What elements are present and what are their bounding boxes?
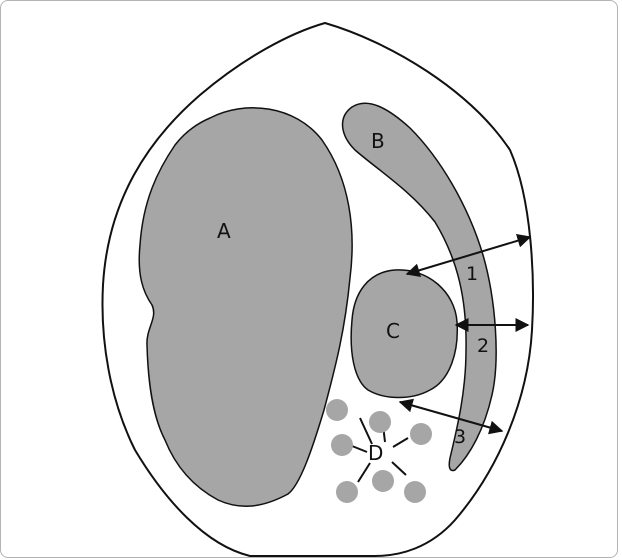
label-measurement-2: 2 (477, 335, 489, 357)
region-d-dot (372, 470, 394, 492)
region-d-dot (404, 481, 426, 503)
label-region-d: D (368, 441, 383, 465)
label-region-c: C (386, 319, 400, 343)
label-measurement-3: 3 (454, 426, 466, 448)
label-measurement-1: 1 (466, 263, 478, 285)
region-c (351, 270, 457, 398)
region-d-dot (369, 411, 391, 433)
label-region-a: A (217, 219, 231, 243)
region-d-dot (336, 481, 358, 503)
region-d-dot (410, 423, 432, 445)
region-d-dot (326, 399, 348, 421)
label-region-b: B (371, 129, 385, 153)
region-d-dot (331, 434, 353, 456)
